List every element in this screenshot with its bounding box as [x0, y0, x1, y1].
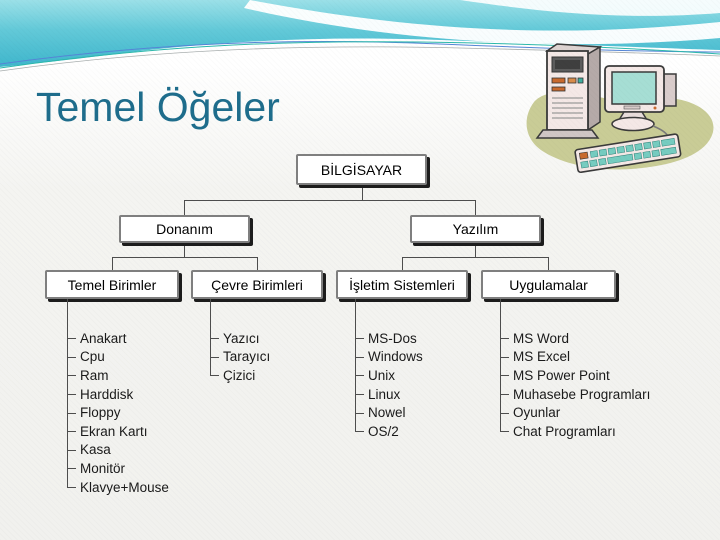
tree-node-donanim: Donanım	[119, 215, 250, 243]
list-item: MS Power Point	[500, 366, 650, 385]
list-item: Unix	[355, 366, 423, 385]
list-item: Muhasebe Programları	[500, 385, 650, 404]
tree-node-temel-birimler: Temel Birimler	[45, 270, 179, 299]
connector-line	[355, 299, 356, 431]
list-item: Chat Programları	[500, 422, 650, 441]
connector-line	[402, 257, 549, 258]
connector-line	[67, 299, 68, 487]
desktop-computer-clipart	[526, 43, 714, 174]
leaf-list-temel-birimler: Anakart Cpu Ram Harddisk Floppy Ekran Ka…	[67, 299, 169, 497]
connector-line	[362, 185, 363, 200]
connector-line	[112, 257, 113, 270]
tree-node-label: Temel Birimler	[67, 276, 157, 293]
tree-node-bilgisayar: BİLGİSAYAR	[296, 154, 427, 185]
leaf-list-isletim-sistemleri: MS-Dos Windows Unix Linux Nowel OS/2	[355, 299, 423, 441]
list-item: Yazıcı	[210, 329, 270, 348]
list-item: Monitör	[67, 459, 169, 478]
list-item: OS/2	[355, 422, 423, 441]
connector-line	[475, 243, 476, 257]
tree-node-label: BİLGİSAYAR	[320, 161, 403, 178]
list-item: Floppy	[67, 403, 169, 422]
list-item: Kasa	[67, 441, 169, 460]
list-item: Harddisk	[67, 385, 169, 404]
list-item: Oyunlar	[500, 403, 650, 422]
list-item: Ekran Kartı	[67, 422, 169, 441]
list-item: Linux	[355, 385, 423, 404]
connector-line	[402, 257, 403, 270]
connector-line	[184, 200, 476, 201]
list-item: Klavye+Mouse	[67, 478, 169, 497]
tree-node-uygulamalar: Uygulamalar	[481, 270, 616, 299]
tree-node-label: Yazılım	[452, 221, 499, 237]
tree-node-label: Donanım	[156, 221, 213, 237]
tree-node-yazilim: Yazılım	[410, 215, 541, 243]
connector-line	[112, 257, 258, 258]
connector-line	[548, 257, 549, 270]
tree-node-label: Uygulamalar	[509, 276, 588, 293]
connector-line	[500, 299, 501, 431]
list-item: Tarayıcı	[210, 348, 270, 367]
tree-node-label: Çevre Birimleri	[211, 276, 303, 293]
connector-line	[210, 299, 211, 376]
list-item: Cpu	[67, 348, 169, 367]
connector-line	[257, 257, 258, 270]
list-item: Windows	[355, 348, 423, 367]
tree-node-cevre-birimleri: Çevre Birimleri	[191, 270, 323, 299]
slide-title: Temel Öğeler	[36, 84, 280, 130]
list-item: Çizici	[210, 366, 270, 385]
connector-line	[184, 243, 185, 257]
list-item: MS-Dos	[355, 329, 423, 348]
list-item: MS Word	[500, 329, 650, 348]
leaf-list-uygulamalar: MS Word MS Excel MS Power Point Muhasebe…	[500, 299, 650, 441]
connector-line	[184, 200, 185, 215]
connector-line	[475, 200, 476, 215]
tree-node-isletim-sistemleri: İşletim Sistemleri	[336, 270, 468, 299]
list-item: MS Excel	[500, 348, 650, 367]
list-item: Nowel	[355, 403, 423, 422]
list-item: Ram	[67, 366, 169, 385]
list-item: Anakart	[67, 329, 169, 348]
tree-node-label: İşletim Sistemleri	[349, 276, 455, 293]
leaf-list-cevre-birimleri: Yazıcı Tarayıcı Çizici	[210, 299, 270, 385]
